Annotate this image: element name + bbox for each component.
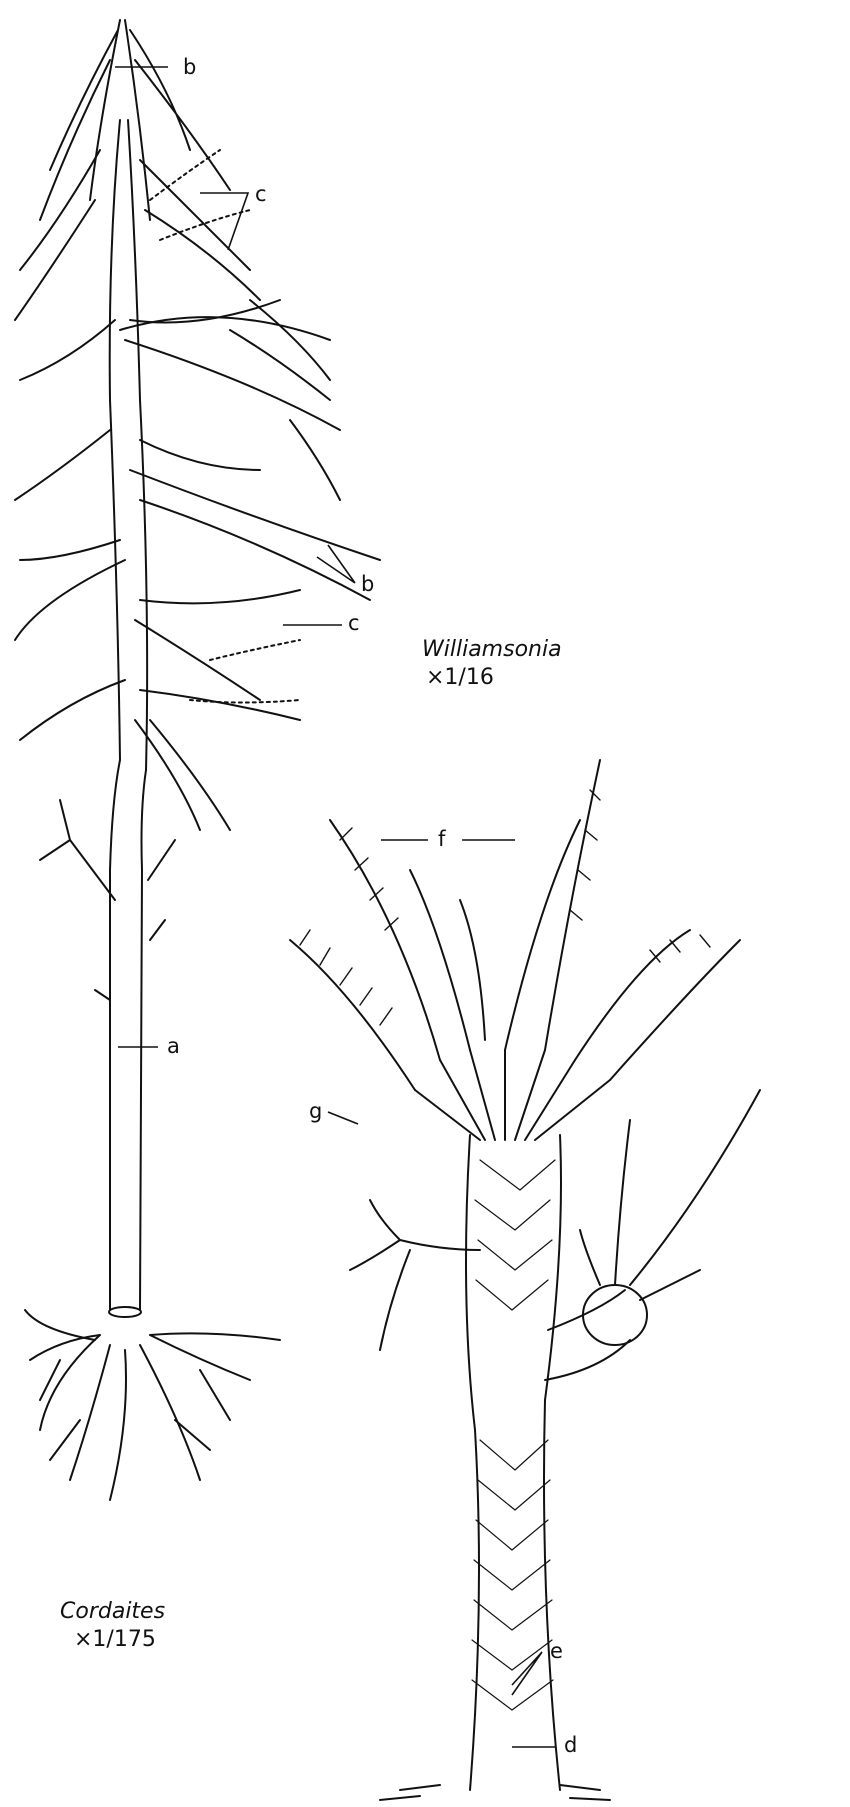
label-b-top: b <box>183 57 196 78</box>
label-g: g <box>309 1101 322 1122</box>
leader-g <box>328 1112 358 1124</box>
label-e: e <box>550 1641 563 1662</box>
cordaites-scale: ×1/175 <box>60 1626 165 1654</box>
williamsonia-plant-drawing <box>290 760 760 1800</box>
label-f: f <box>438 829 445 850</box>
cordaites-name: Cordaites <box>60 1598 165 1626</box>
cordaites-caption: Cordaites ×1/175 <box>60 1598 165 1653</box>
williamsonia-caption: Williamsonia ×1/16 <box>422 636 562 691</box>
label-c-mid: c <box>348 613 360 634</box>
cordaites-tree-drawing <box>15 20 380 1500</box>
label-c-top: c <box>255 184 267 205</box>
leader-c-top <box>200 193 248 250</box>
williamsonia-scale: ×1/16 <box>422 664 562 692</box>
label-a: a <box>167 1036 180 1057</box>
williamsonia-name: Williamsonia <box>422 636 562 664</box>
label-b-mid: b <box>361 574 374 595</box>
label-d: d <box>564 1735 577 1756</box>
